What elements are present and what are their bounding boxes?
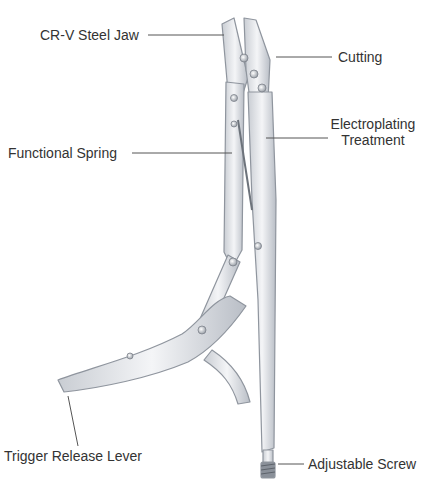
part-label: Cutting [338, 49, 382, 65]
main-handle [248, 92, 276, 452]
part-label: Trigger Release Lever [4, 448, 142, 464]
release-lever [204, 350, 250, 404]
pliers-body [58, 18, 276, 478]
leader-lines [68, 35, 332, 464]
part-label: Electroplating Treatment [320, 116, 426, 148]
movable-bar [224, 82, 244, 268]
part-label: CR-V Steel Jaw [40, 27, 139, 43]
spring [238, 120, 252, 210]
screw-thread [261, 462, 275, 478]
screw-threads [261, 464, 275, 474]
part-label: Adjustable Screw [308, 456, 416, 472]
part-label: Functional Spring [8, 145, 117, 161]
trigger-lever [58, 296, 246, 392]
rivets [127, 54, 266, 359]
